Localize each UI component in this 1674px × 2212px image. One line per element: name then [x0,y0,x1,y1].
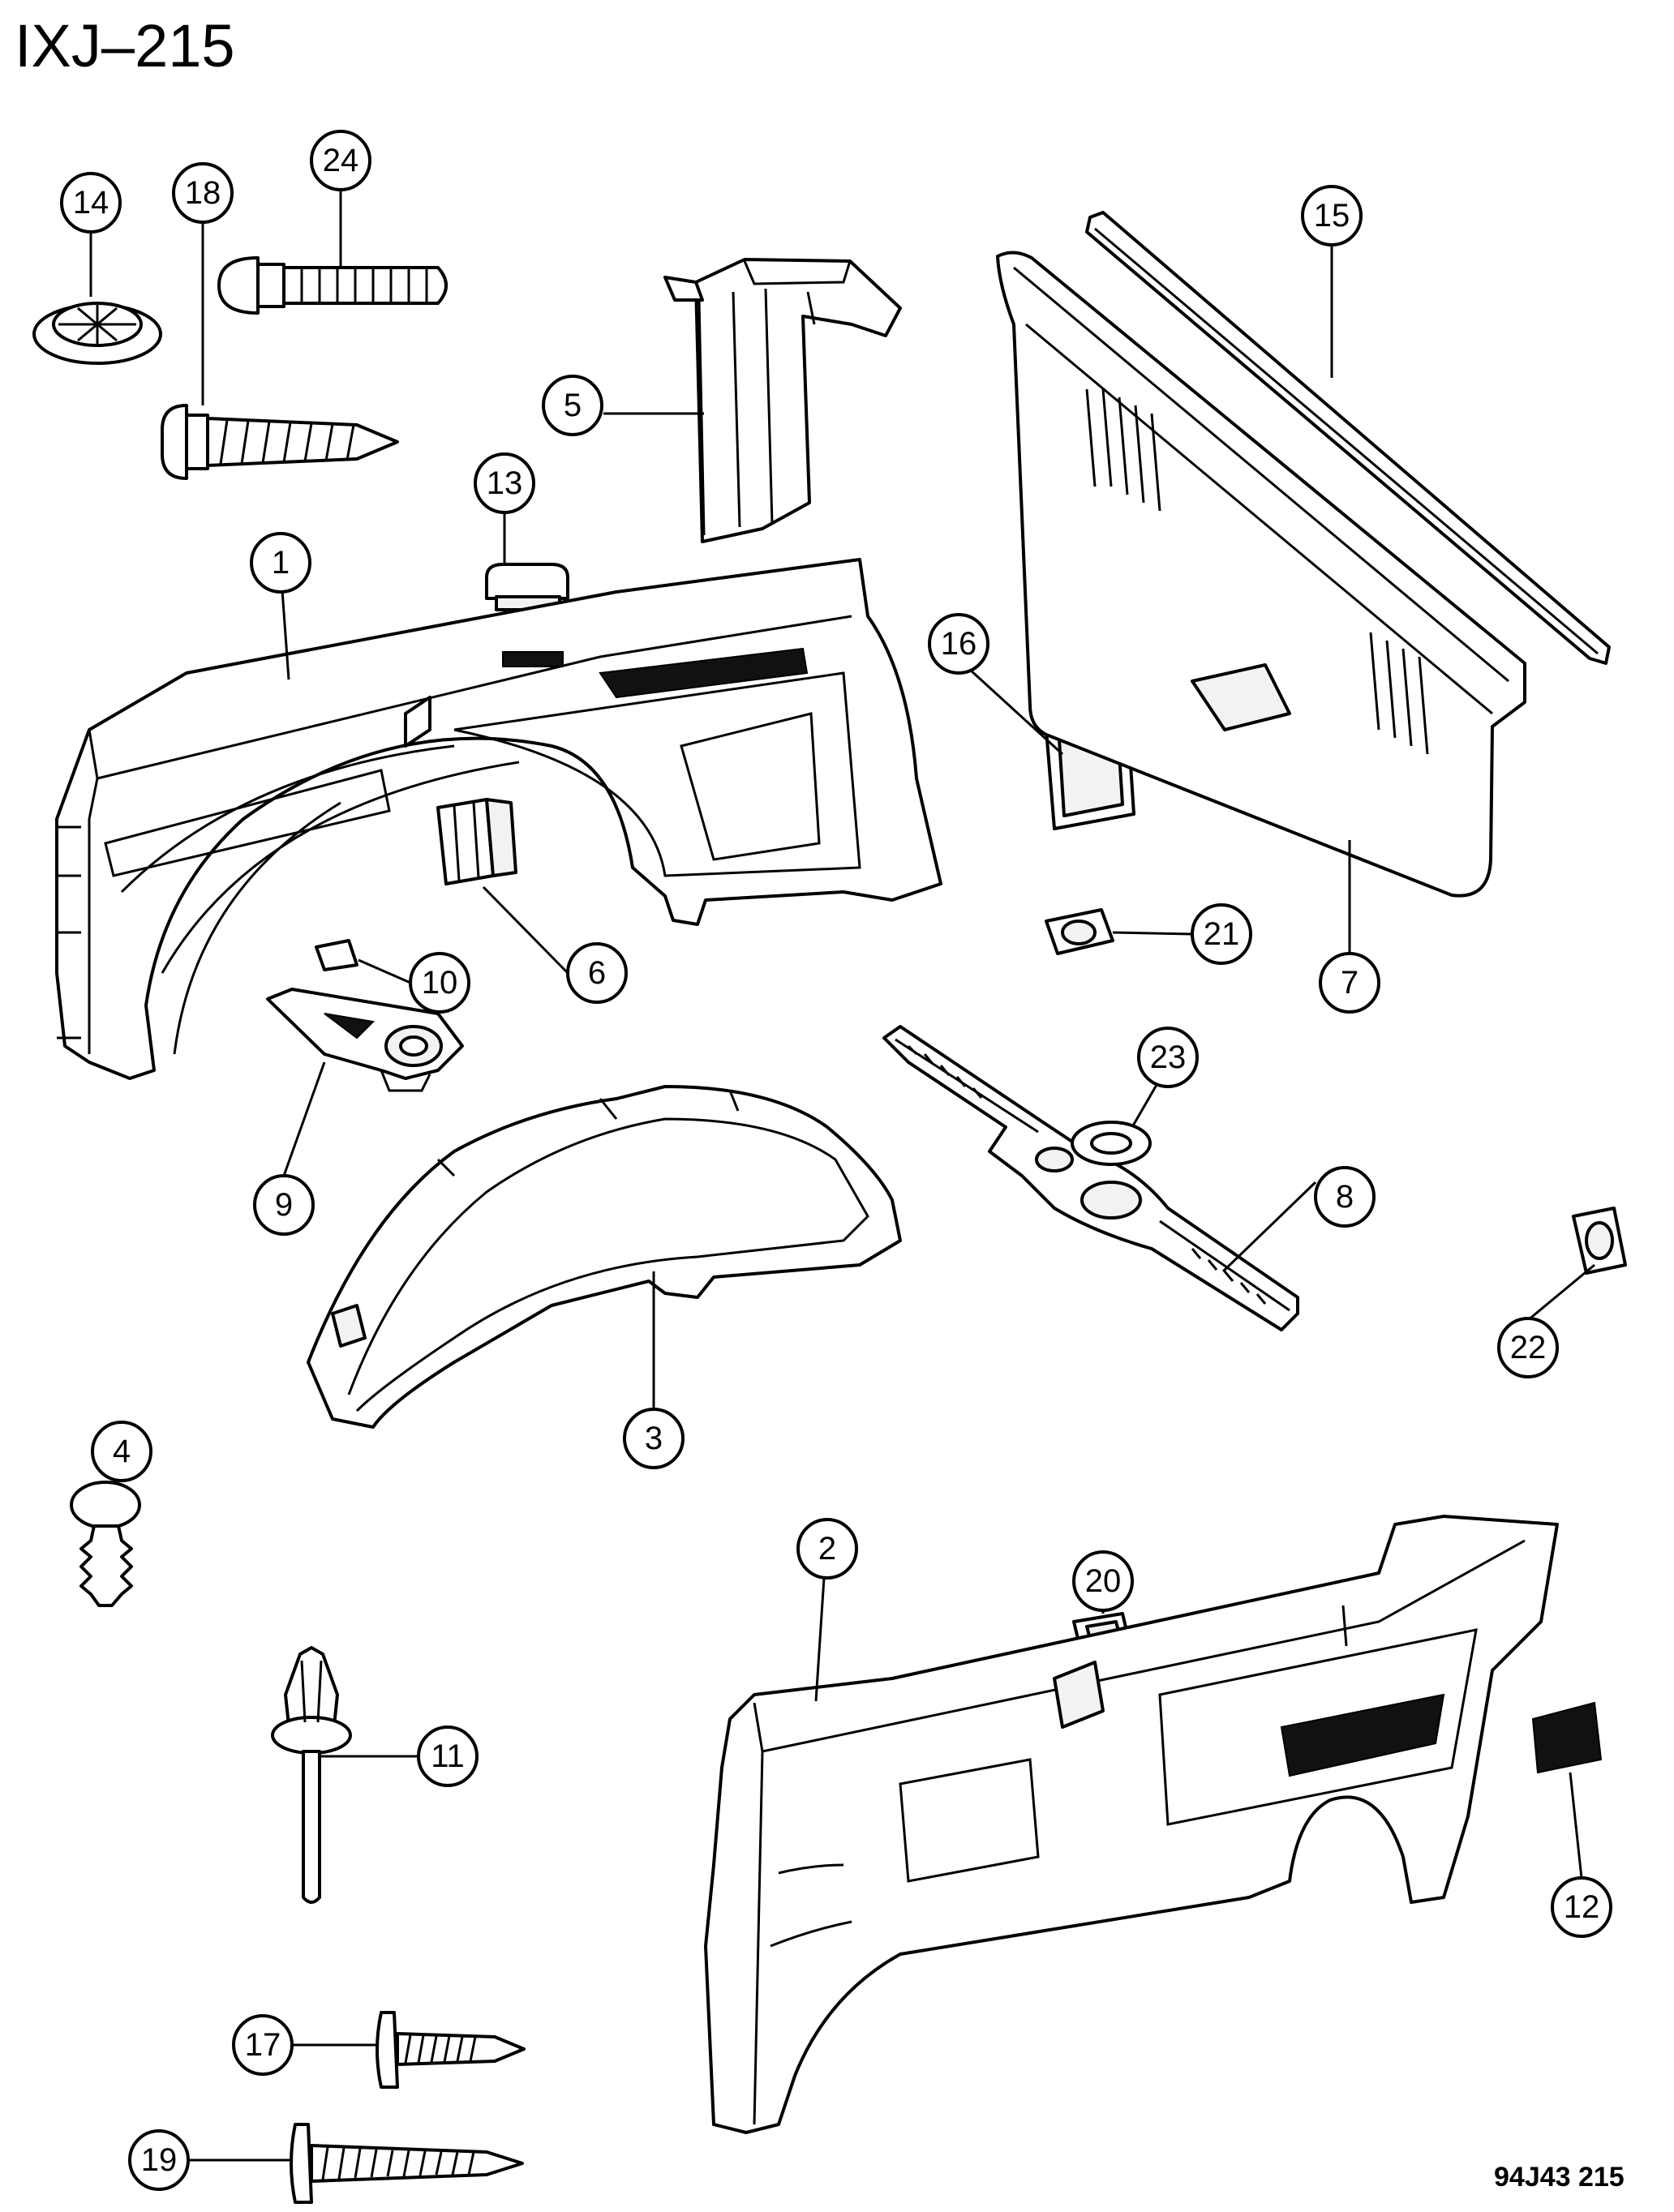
diagram-id: IXJ–215 [15,12,235,79]
svg-text:19: 19 [141,2142,178,2178]
callout-19: 19 [128,2129,190,2191]
callout-3: 3 [623,1408,685,1469]
svg-text:2: 2 [818,1531,836,1567]
svg-text:1: 1 [272,545,290,581]
svg-text:21: 21 [1204,916,1240,952]
svg-text:15: 15 [1314,198,1350,234]
callout-7: 7 [1319,952,1380,1014]
part-21-bezel [1045,908,1114,955]
callout-16: 16 [928,613,989,675]
svg-text:14: 14 [73,185,109,221]
callouts: 14 18 24 5 13 15 1 16 21 7 10 6 9 23 8 3… [60,130,1612,2191]
callout-20: 20 [1072,1550,1134,1612]
callout-17: 17 [232,2014,294,2076]
part-1-quarter-trim-panel-left [55,558,942,1080]
svg-text:7: 7 [1341,965,1359,1001]
callout-6: 6 [566,942,628,1004]
callout-9: 9 [253,1174,315,1236]
callout-24: 24 [310,130,371,191]
svg-text:23: 23 [1150,1040,1187,1075]
part-9-bracket [266,988,464,1092]
part-18-screw [161,404,399,480]
svg-text:20: 20 [1085,1563,1122,1599]
callout-11: 11 [417,1725,479,1787]
callout-23: 23 [1137,1027,1199,1088]
callout-4: 4 [91,1421,152,1482]
svg-text:17: 17 [245,2027,281,2063]
part-7-liftgate-trim-panel [996,251,1526,898]
part-23-grommet [1071,1121,1152,1166]
part-4-push-pin [70,1481,141,1607]
part-22-bezel [1572,1207,1627,1275]
part-19-screw [290,2123,524,2204]
callout-15: 15 [1301,185,1363,246]
svg-text:8: 8 [1336,1179,1354,1215]
part-5-trim-cover [663,258,902,543]
svg-text:4: 4 [113,1434,131,1469]
svg-text:24: 24 [323,143,359,178]
svg-text:18: 18 [185,175,221,211]
part-10-pad [315,939,358,971]
part-15-molding [1085,211,1611,665]
callout-5: 5 [542,375,603,436]
footer-code: 94J43 215 [1494,2162,1625,2193]
svg-text:6: 6 [588,955,606,991]
part-3-wheelhouse-cover [307,1085,902,1429]
svg-text:16: 16 [941,626,977,662]
part-24-screw [217,256,448,315]
svg-text:12: 12 [1564,1889,1600,1925]
callout-10: 10 [409,952,470,1014]
svg-text:11: 11 [431,1738,465,1774]
svg-text:10: 10 [422,965,458,1001]
part-6-clip [436,798,517,885]
callout-8: 8 [1314,1166,1376,1228]
svg-text:9: 9 [275,1187,293,1223]
svg-text:5: 5 [564,388,582,423]
callout-2: 2 [796,1518,858,1580]
callout-14: 14 [60,172,122,234]
callout-22: 22 [1497,1317,1559,1378]
part-12-applique [1531,1701,1603,1774]
callout-1: 1 [250,532,311,594]
callout-13: 13 [474,452,535,514]
svg-text:13: 13 [487,465,523,501]
part-14-push-nut [32,302,162,365]
callout-18: 18 [172,162,234,224]
callout-12: 12 [1551,1876,1612,1938]
callout-21: 21 [1191,903,1252,965]
part-11-rivet [271,1646,352,1904]
svg-text:3: 3 [645,1421,663,1456]
leader-lines [89,188,1595,2162]
part-17-screw [376,2011,526,2089]
part-8-sill-plate [882,1025,1299,1331]
svg-text:22: 22 [1510,1330,1547,1365]
part-2-quarter-trim-panel-right [704,1515,1559,2134]
